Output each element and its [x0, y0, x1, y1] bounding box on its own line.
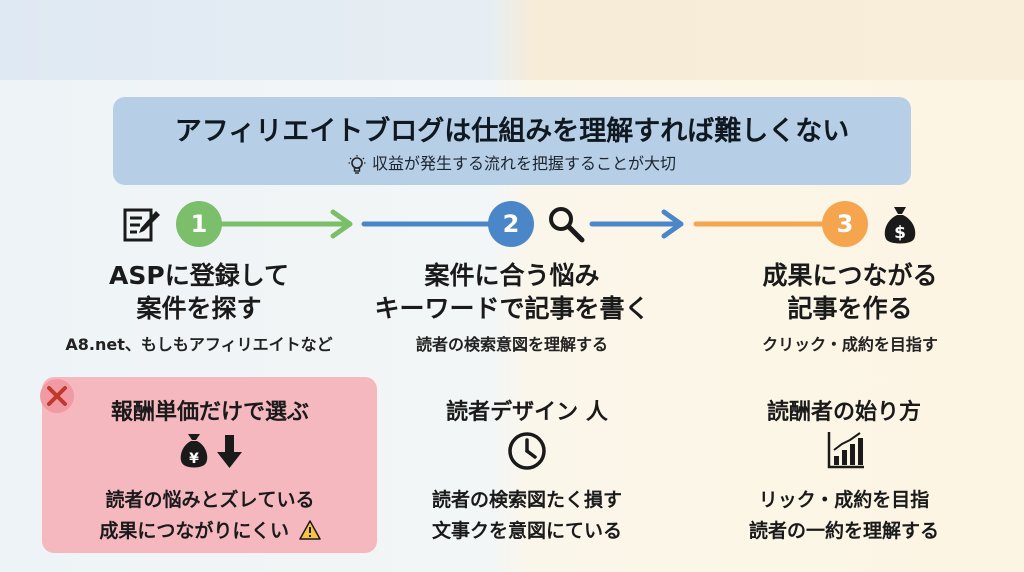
step-1-description: A8.net、もしもアフィリエイトなど — [65, 335, 333, 354]
step-3-badge: 3 — [822, 201, 868, 247]
step-2-title: 案件に合う悩み キーワードで記事を書く — [374, 261, 650, 323]
step-1-badge: 1 — [176, 201, 222, 247]
warning-card — [42, 377, 377, 553]
step-1-title: ASPに登録して 案件を探す — [109, 261, 289, 323]
header-subtitle-row: 収益が発生する流れを把握することが大切 — [113, 150, 911, 175]
bar-chart-icon — [827, 432, 864, 469]
step-3-description: クリック・成約を目指す — [762, 335, 938, 354]
money-bag-icon: $ — [884, 207, 916, 244]
lightbulb-icon — [348, 154, 366, 174]
warning-icon — [298, 520, 321, 540]
card-1-title: 報酬単価だけで選ぶ — [110, 400, 309, 425]
header-banner: アフィリエイトブログは仕組みを理解すれば難しくない 収益が発生する流れを把握する… — [113, 97, 911, 185]
card-1-line-2: 成果につながりにくい — [60, 516, 360, 543]
arrow-2-to-3 — [589, 209, 684, 239]
arrow-1-to-2 — [219, 209, 353, 239]
card-1-line-1: 読者の悩みとズレている — [105, 489, 315, 511]
card-2-line-1: 読者の検索図たく損す — [431, 489, 622, 511]
card-2-title: 読者デザイン 人 — [446, 400, 608, 425]
header-title: アフィリエイトブログは仕組みを理解すれば難しくない — [174, 116, 850, 147]
step-2-badge: 2 — [488, 201, 534, 247]
svg-text:$: $ — [894, 223, 906, 243]
card-3-line-2: 読者の一約を理解する — [748, 520, 939, 542]
svg-text:¥: ¥ — [189, 451, 199, 467]
card-3-title: 読酬者の始り方 — [766, 400, 921, 425]
card-2-line-2: 文事クを意図にている — [431, 520, 622, 542]
card-3-line-1: リック・成約を目指 — [758, 489, 930, 511]
magnifier-icon — [549, 207, 585, 243]
money-bag-down-arrow-icon: ¥ — [180, 434, 242, 468]
top-background-band — [0, 0, 1024, 80]
header-subtitle: 収益が発生する流れを把握することが大切 — [371, 154, 676, 173]
cross-icon — [40, 379, 74, 413]
step-2-description: 読者の検索意図を理解する — [415, 335, 608, 354]
edit-note-icon — [123, 208, 160, 242]
step-3-title: 成果につながる 記事を作る — [762, 261, 938, 323]
clock-icon — [508, 432, 546, 470]
